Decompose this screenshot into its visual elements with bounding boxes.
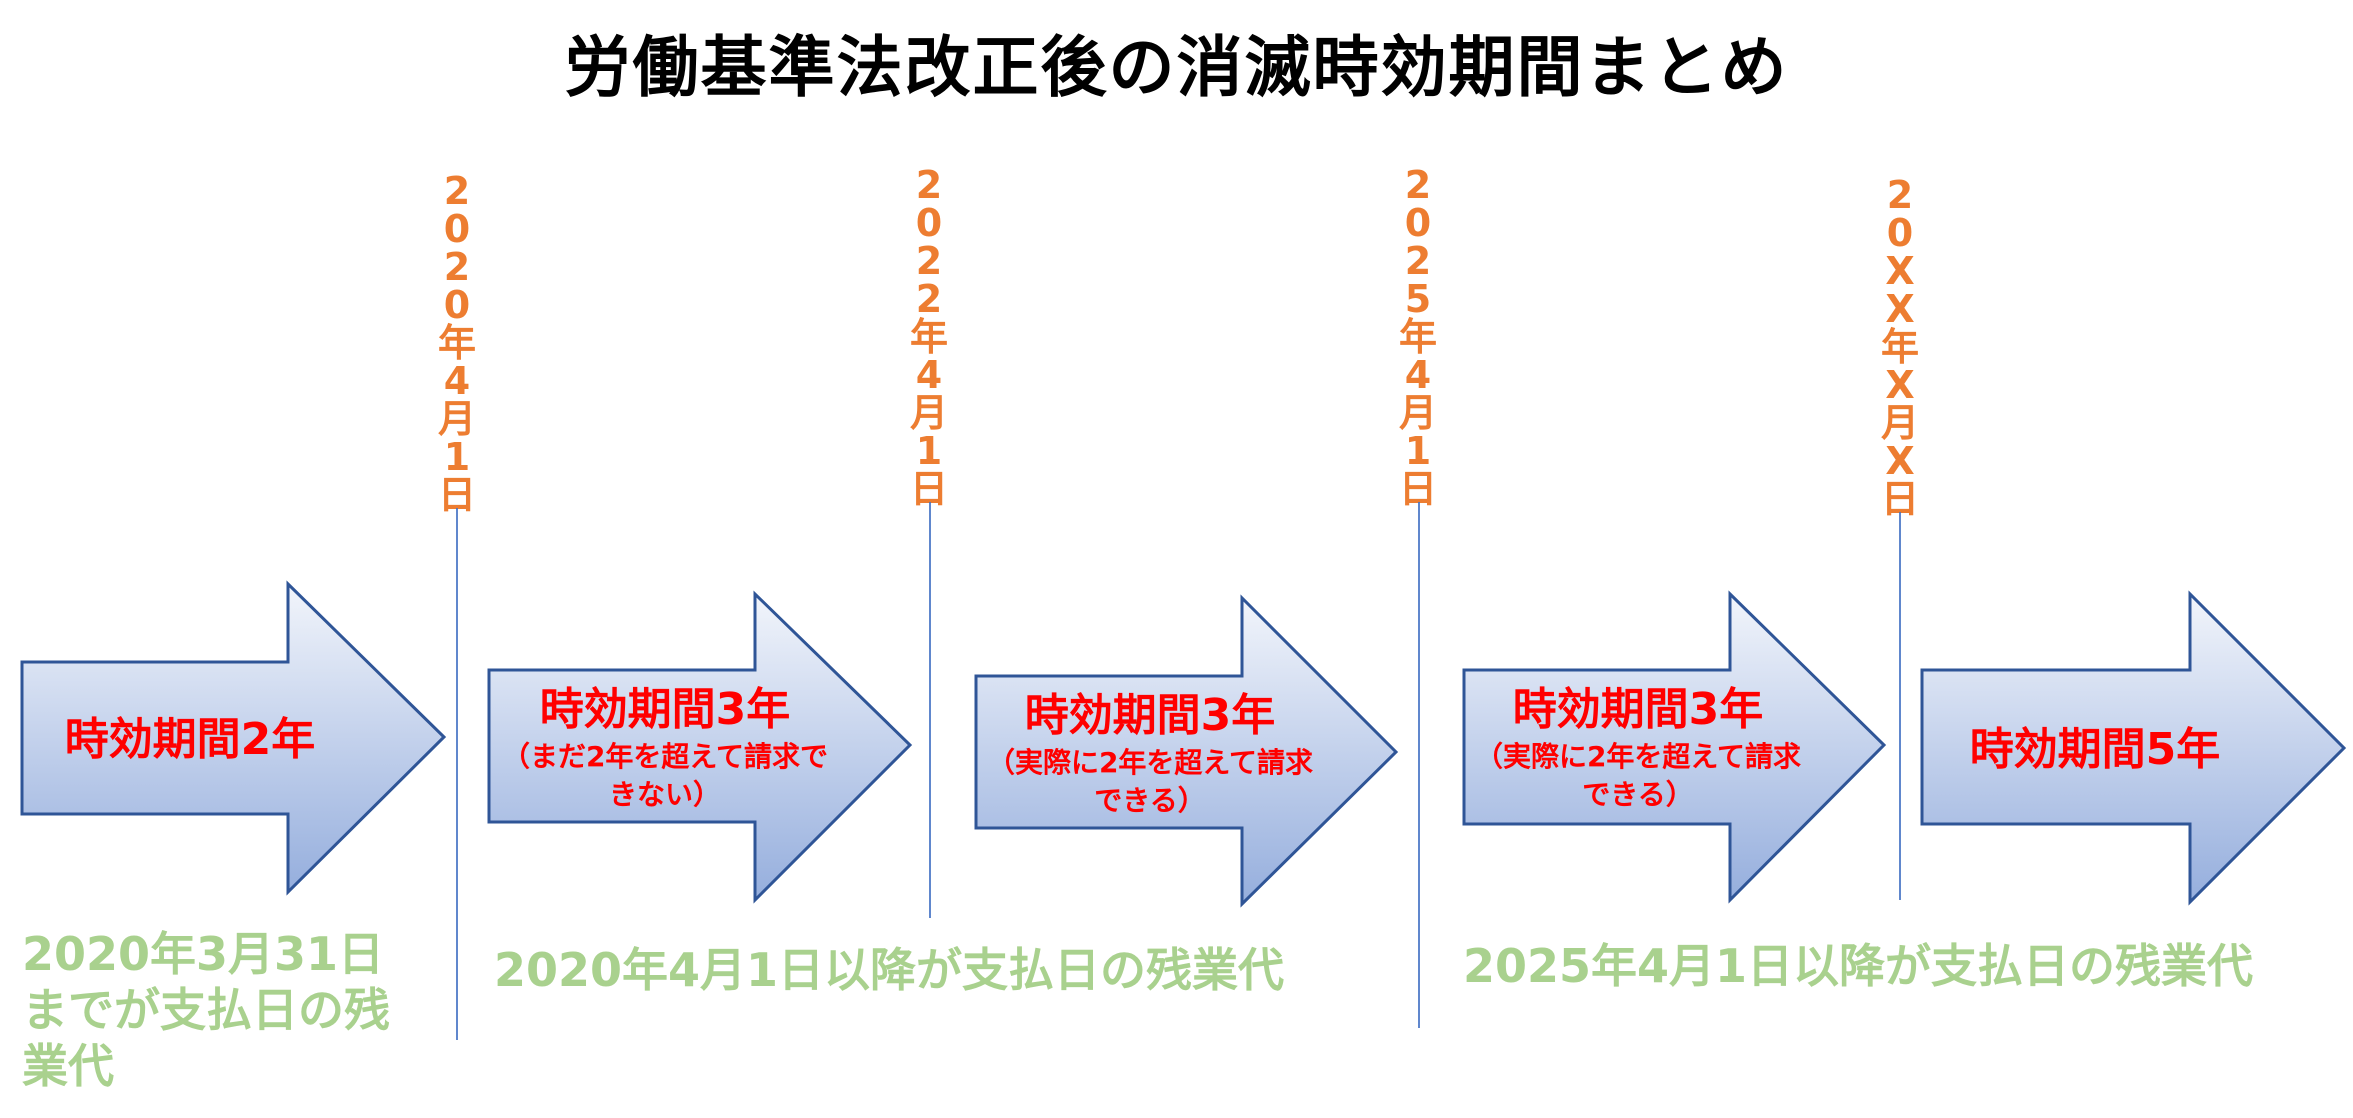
arrow-shape-4: [1462, 590, 1887, 904]
arrow-text-3: 時効期間3年 （実際に2年を超えて請求できる）: [985, 688, 1315, 820]
date-char: 0: [443, 207, 471, 251]
date-char: 日: [1880, 477, 1919, 521]
date-char: 4: [915, 353, 943, 397]
divider-line-2022: [929, 502, 931, 918]
date-char: 2: [443, 169, 471, 213]
date-char: 月: [909, 391, 948, 435]
date-char: 0: [1404, 201, 1432, 245]
arrow-3-main: 時効期間3年: [1024, 690, 1276, 741]
date-char: 日: [909, 467, 948, 511]
arrow-2-sub: （まだ2年を超えて請求できない）: [501, 740, 829, 811]
date-char: 2: [915, 163, 943, 207]
divider-line-2025: [1418, 502, 1420, 1028]
date-char: X: [1885, 249, 1915, 293]
date-char: 1: [1404, 429, 1432, 473]
date-char: 年: [437, 321, 476, 365]
date-char: 2: [1404, 239, 1432, 283]
arrow-3-sub: （実際に2年を超えて請求できる）: [986, 746, 1314, 817]
date-char: 月: [1398, 391, 1437, 435]
arrow-shape-5: [1920, 590, 2347, 906]
date-char: 1: [443, 435, 471, 479]
divider-line-20xx: [1899, 512, 1901, 900]
arrow-5-main: 時効期間5年: [1969, 724, 2221, 775]
arrow-shape-2: [487, 590, 913, 904]
date-char: 0: [915, 201, 943, 245]
arrow-1-main: 時効期間2年: [64, 714, 316, 765]
divider-line-2020: [456, 508, 458, 1040]
arrow-2-main: 時効期間3年: [539, 684, 791, 735]
date-char: 2: [1886, 173, 1914, 217]
arrow-4-sub: （実際に2年を超えて請求できる）: [1474, 740, 1802, 811]
date-char: 月: [437, 397, 476, 441]
caption-after-2025: 2025年4月1日以降が支払日の残業代: [1463, 939, 2254, 993]
date-char: 月: [1880, 401, 1919, 445]
arrow-text-5: 時効期間5年: [1930, 722, 2260, 778]
arrow-text-1: 時効期間2年: [30, 712, 350, 768]
caption-before-2020: 2020年3月31日までが支払日の残業代: [22, 927, 390, 1093]
date-char: 5: [1404, 277, 1432, 321]
arrow-4-main: 時効期間3年: [1512, 684, 1764, 735]
date-char: 4: [1404, 353, 1432, 397]
date-char: 2: [915, 277, 943, 321]
arrow-text-2: 時効期間3年 （まだ2年を超えて請求できない）: [500, 682, 830, 814]
date-char: X: [1885, 363, 1915, 407]
date-char: 年: [909, 315, 948, 359]
date-char: 0: [443, 283, 471, 327]
arrow-text-4: 時効期間3年 （実際に2年を超えて請求できる）: [1473, 682, 1803, 814]
caption-after-2020: 2020年4月1日以降が支払日の残業代: [494, 943, 1285, 997]
date-char: 日: [1398, 467, 1437, 511]
page-title: 労働基準法改正後の消滅時効期間まとめ: [564, 29, 1789, 106]
date-char: 4: [443, 359, 471, 403]
date-char: 年: [1880, 325, 1919, 369]
date-char: 日: [437, 473, 476, 517]
date-char: 1: [915, 429, 943, 473]
date-char: 年: [1398, 315, 1437, 359]
arrow-shape-3: [974, 594, 1399, 908]
date-char: 0: [1886, 211, 1914, 255]
date-char: 2: [443, 245, 471, 289]
date-char: 2: [1404, 163, 1432, 207]
date-char: 2: [915, 239, 943, 283]
date-char: X: [1885, 287, 1915, 331]
arrow-shape-1: [20, 580, 447, 896]
date-char: X: [1885, 439, 1915, 483]
